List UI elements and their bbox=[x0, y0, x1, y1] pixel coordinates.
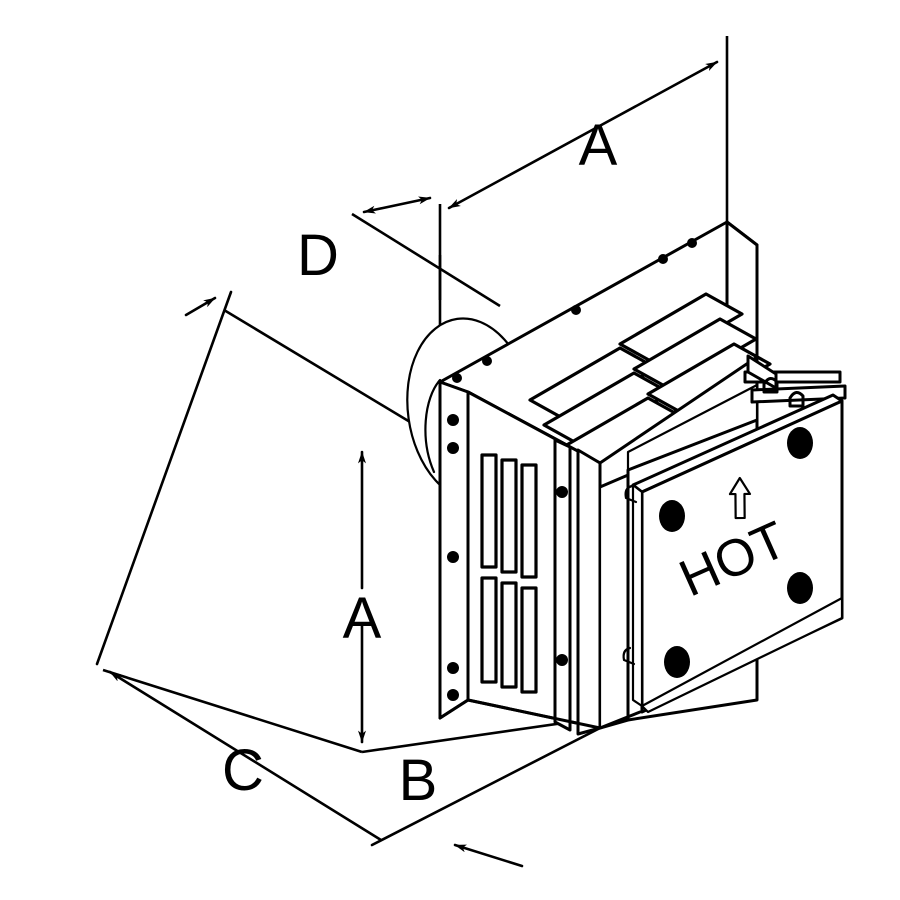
top-louver-group-2 bbox=[618, 292, 772, 416]
dimension-label-a-side: A bbox=[343, 586, 382, 651]
dimension-label-a-top: A bbox=[579, 113, 618, 178]
hot-cover-plate: HOT bbox=[622, 393, 844, 714]
base-reference-line-top bbox=[223, 308, 441, 442]
base-outline bbox=[438, 698, 642, 730]
dimension-leader-d bbox=[351, 212, 501, 308]
dimension-line-d bbox=[362, 196, 432, 214]
hot-up-arrow-icon bbox=[728, 476, 752, 520]
left-louver-group-1 bbox=[480, 453, 538, 579]
dimension-label-d: D bbox=[297, 223, 339, 288]
dimension-arrow-c-top bbox=[184, 296, 217, 317]
support-bracket-arm bbox=[743, 354, 847, 408]
bolt-bottom-right bbox=[787, 572, 813, 604]
dimension-layer: A D C B A bbox=[95, 36, 729, 868]
center-divider-panel bbox=[553, 438, 630, 736]
base-reference-line-bottom bbox=[102, 668, 363, 754]
dimension-label-b: B bbox=[399, 748, 438, 813]
left-louver-group-2 bbox=[480, 576, 538, 694]
dimension-label-c: C bbox=[222, 738, 264, 803]
bolt-bottom-left bbox=[664, 646, 690, 678]
bolt-top-left bbox=[659, 500, 685, 532]
dimension-line-a-top bbox=[447, 60, 719, 210]
dimension-arrow-b bbox=[453, 843, 524, 868]
dimension-leader-c-up bbox=[95, 290, 233, 666]
bolt-top-right bbox=[787, 427, 813, 459]
dimension-line-c bbox=[108, 670, 383, 842]
